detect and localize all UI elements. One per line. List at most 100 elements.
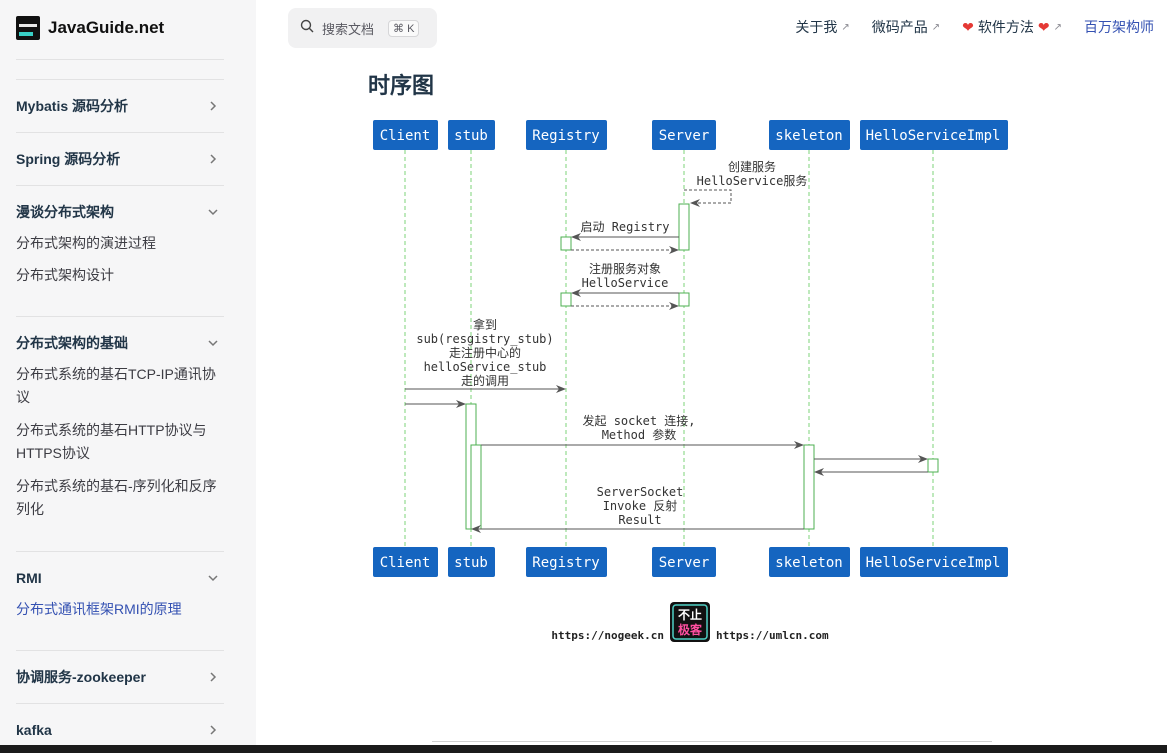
sidebar-item-label: 分布式系统的基石HTTP协议与 — [16, 422, 207, 438]
participant-box — [373, 547, 438, 577]
participant-label: skeleton — [775, 128, 842, 144]
sidebar-item-arch-design[interactable]: 分布式架构设计 — [16, 267, 114, 283]
sidebar-section-title: Mybatis 源码分析 — [16, 98, 129, 114]
message-label: Method 参数 — [602, 427, 677, 442]
message-label: 走的调用 — [461, 373, 509, 388]
message-label: sub(resgistry_stub) — [416, 332, 553, 346]
sidebar-item-arch-evolution[interactable]: 分布式架构的演进过程 — [16, 235, 156, 251]
activation-server — [678, 292, 690, 307]
message-label: HelloService服务 — [697, 173, 808, 188]
participant-label: HelloServiceImpl — [866, 555, 1001, 571]
javaguide-logo-icon — [16, 16, 40, 40]
nav-link-products[interactable]: 微码产品 ↗ — [872, 17, 940, 37]
divider — [432, 741, 992, 742]
sidebar-item-serialization[interactable]: 分布式系统的基石-序列化和反序 列化 — [16, 475, 224, 521]
sidebar-section-spring[interactable]: Spring 源码分析 — [16, 145, 224, 173]
message-label: 走注册中心的 — [449, 345, 521, 360]
message-label: ServerSocket — [597, 485, 684, 499]
participant-label: Registry — [532, 128, 599, 144]
participant-box — [373, 120, 438, 150]
divider — [16, 551, 224, 552]
external-link-icon: ↗ — [841, 21, 850, 33]
chevron-right-icon — [208, 101, 218, 111]
sidebar-item-label: HTTPS协议 — [16, 445, 90, 461]
divider — [16, 59, 224, 60]
message-label: 启动 Registry — [580, 220, 669, 234]
sidebar-section-distributed-arch[interactable]: 漫谈分布式架构 — [16, 198, 224, 226]
participant-box — [769, 547, 850, 577]
external-link-icon: ↗ — [1053, 21, 1062, 33]
divider — [16, 703, 224, 704]
participant-label: Client — [380, 555, 431, 571]
participants-top: Client stub Registry Server skeleton Hel… — [373, 120, 1008, 150]
participant-box — [526, 120, 607, 150]
activation-helloserviceimpl — [927, 458, 939, 473]
search-placeholder: 搜索文档 — [322, 21, 375, 37]
sidebar-section-title: 协调服务-zookeeper — [16, 669, 146, 685]
message-label: 发起 socket 连接, — [582, 413, 695, 428]
external-link-icon: ↗ — [931, 21, 941, 33]
sidebar-item-label: 分布式系统的基石-序列化和反序 — [16, 478, 217, 494]
diagram-watermark: https://nogeek.cn 不止 极客 https://umlcn.co… — [551, 602, 829, 642]
chevron-right-icon — [208, 725, 218, 735]
sidebar-item-rmi-principle[interactable]: 分布式通讯框架RMI的原理 — [16, 601, 182, 617]
logo-text: 不止 — [678, 607, 702, 622]
participant-label: stub — [454, 128, 488, 144]
watermark-url-right: https://umlcn.com — [716, 629, 829, 642]
divider — [16, 132, 224, 133]
participant-box — [860, 120, 1008, 150]
nav-link-label: 百万架构师 — [1084, 19, 1154, 35]
participants-bottom: Client stub Registry Server skeleton Hel… — [373, 547, 1008, 577]
logo-text: 极客 — [678, 622, 703, 637]
search-icon — [300, 19, 314, 38]
search-button[interactable]: 搜索文档 ⌘ K — [288, 8, 437, 48]
sidebar-item-label: 分布式系统的基石TCP-IP通讯协 — [16, 366, 216, 382]
brand[interactable]: JavaGuide.net — [16, 14, 164, 42]
sidebar-section-rmi[interactable]: RMI — [16, 564, 224, 592]
activation-skeleton — [803, 444, 815, 530]
message-label: Invoke 反射 — [603, 498, 678, 513]
sequence-diagram: Client stub Registry Server skeleton Hel… — [373, 120, 1008, 642]
participant-box — [448, 547, 495, 577]
participant-box — [860, 547, 1008, 577]
activation-server — [678, 203, 690, 251]
divider — [16, 316, 224, 317]
brand-name: JavaGuide.net — [48, 18, 165, 37]
sidebar-section-mybatis[interactable]: Mybatis 源码分析 — [16, 92, 224, 120]
participant-label: Registry — [532, 555, 599, 571]
participant-box — [769, 120, 850, 150]
message-label: helloService_stub — [424, 360, 547, 374]
heart-icon: ❤ — [1037, 18, 1050, 35]
activation-registry — [560, 236, 572, 251]
message-label: 拿到 — [473, 317, 497, 332]
activation-stub — [470, 444, 482, 530]
participant-label: Server — [659, 128, 710, 144]
chevron-right-icon — [208, 672, 218, 682]
sidebar-section-distributed-basics[interactable]: 分布式架构的基础 — [16, 329, 224, 357]
sidebar-item-tcp-ip[interactable]: 分布式系统的基石TCP-IP通讯协 议 — [16, 363, 224, 409]
divider — [16, 79, 224, 80]
sidebar-item-label: 列化 — [16, 501, 44, 517]
nav-link-about[interactable]: 关于我 ↗ — [795, 17, 849, 37]
sidebar-section-kafka[interactable]: kafka — [16, 716, 224, 744]
nav-link-software-method[interactable]: ❤ 软件方法 ❤ ↗ — [962, 17, 1062, 37]
sidebar: JavaGuide.net Mybatis 源码分析 Spring 源码分析 漫… — [0, 0, 256, 753]
message-label: 创建服务 — [728, 159, 776, 174]
sidebar-item-http[interactable]: 分布式系统的基石HTTP协议与 HTTPS协议 — [16, 419, 224, 465]
participant-box — [652, 120, 716, 150]
sidebar-section-title: 漫谈分布式架构 — [16, 204, 114, 220]
chevron-down-icon — [208, 207, 218, 217]
participant-box — [448, 120, 495, 150]
top-nav: 关于我 ↗ 微码产品 ↗ ❤ 软件方法 ❤ ↗ 百万架构师 — [795, 17, 1154, 37]
sidebar-section-title: RMI — [16, 570, 42, 586]
search-shortcut: ⌘ K — [388, 19, 420, 37]
sidebar-section-zookeeper[interactable]: 协调服务-zookeeper — [16, 663, 224, 691]
participant-label: skeleton — [775, 555, 842, 571]
watermark-url-left: https://nogeek.cn — [551, 629, 664, 642]
nav-link-architect[interactable]: 百万架构师 — [1084, 17, 1154, 37]
nogeek-logo-icon — [670, 602, 710, 642]
chevron-down-icon — [208, 573, 218, 583]
sidebar-item-label: 议 — [16, 389, 30, 405]
chevron-down-icon — [208, 338, 218, 348]
participant-box — [652, 547, 716, 577]
